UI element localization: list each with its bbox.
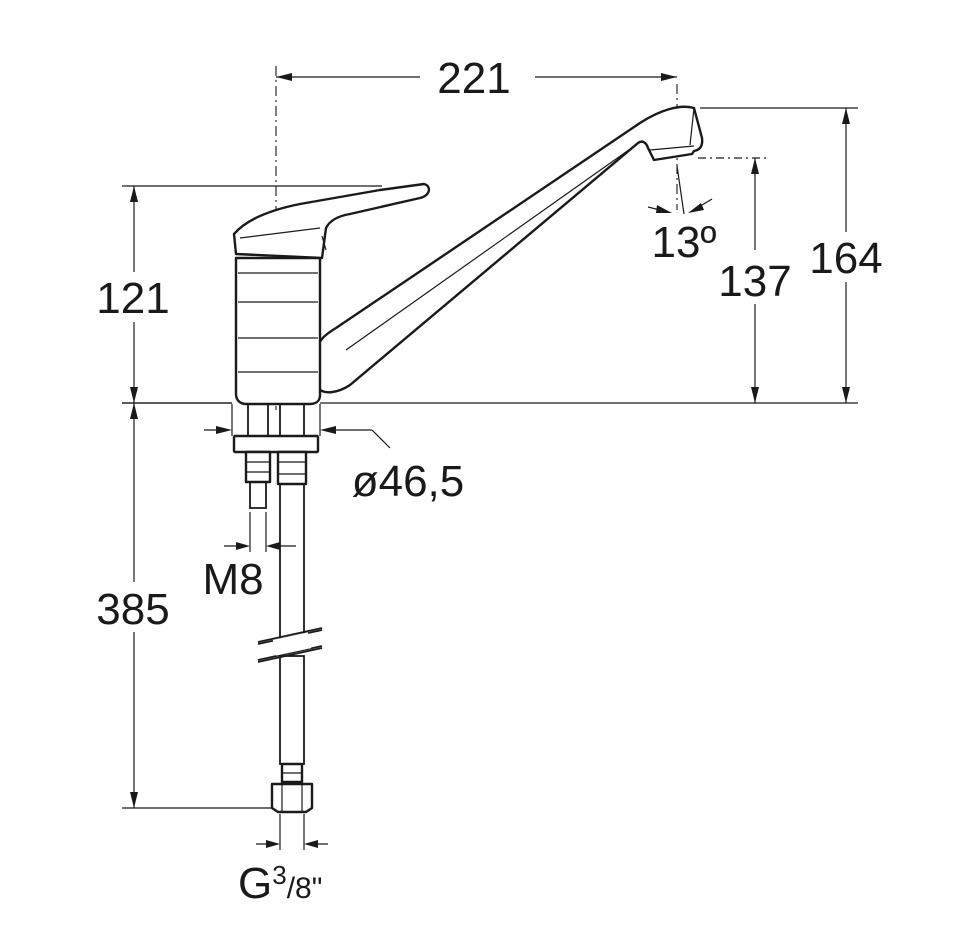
dimension-m8-label: M8 (202, 555, 263, 604)
dimension-221-label: 221 (437, 54, 510, 103)
dimension-164-label: 164 (809, 234, 882, 283)
threaded-stud (244, 403, 272, 509)
dimension-diameter-label: ø46,5 (352, 457, 465, 506)
connection-numerator: 3 (272, 860, 286, 890)
dimension-137-label: 137 (718, 257, 791, 306)
connection-prefix: G (238, 859, 272, 908)
lever-handle (232, 182, 431, 260)
dimension-connection-label: G3/8" (238, 859, 322, 908)
dimension-221: 221 (276, 54, 677, 103)
angle-13-label: 13º (651, 218, 716, 267)
dimension-137: 137 (698, 157, 792, 403)
faucet-body (234, 256, 322, 406)
connection-denominator: /8" (287, 872, 323, 905)
dimension-121-label: 121 (96, 274, 169, 323)
flexible-hose (257, 403, 323, 814)
dimension-385: 385 (96, 402, 272, 809)
dimension-connection: G3/8" (238, 814, 328, 908)
dimension-diameter: ø46,5 (204, 404, 464, 506)
dimension-164: 164 (700, 107, 883, 403)
mounting-flange (232, 434, 320, 454)
dimension-385-label: 385 (96, 585, 169, 634)
angle-13: 13º (647, 165, 717, 267)
spout (314, 105, 704, 394)
dimension-m8: M8 (202, 512, 296, 604)
